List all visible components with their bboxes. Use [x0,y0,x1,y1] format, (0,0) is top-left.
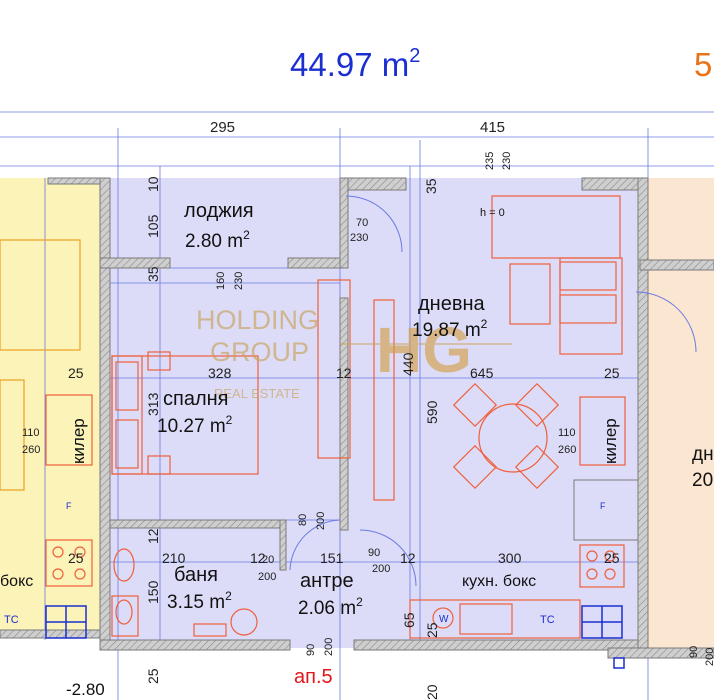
fixtures [45,605,625,669]
svg-text:35: 35 [145,266,161,282]
unit-label: ап.5 [294,666,333,688]
room-name-right-unit: дн [692,444,714,465]
room-name-kitchen: кухн. бокс [462,573,536,590]
room-area-hall: 2.06 m2 [298,595,363,619]
f-right: F [600,501,606,511]
walls [0,177,714,659]
svg-text:313: 313 [145,392,161,416]
svg-text:90: 90 [305,644,317,656]
svg-text:440: 440 [400,352,416,376]
svg-text:645: 645 [470,365,494,381]
room-area-living: 19.87 m2 [412,317,488,341]
height-label: h = 0 [480,207,505,219]
svg-text:25: 25 [604,550,620,566]
svg-text:12: 12 [336,365,352,381]
svg-text:90: 90 [688,646,700,658]
svg-text:110: 110 [558,427,576,439]
svg-text:25: 25 [145,668,161,684]
f-left: F [66,501,72,511]
room-name-closet-right: килер [601,418,620,464]
svg-text:25: 25 [68,365,84,381]
room-name-bathroom: баня [174,564,218,586]
svg-text:328: 328 [208,365,232,381]
room-name-closet-left: килер [69,418,88,464]
svg-text:260: 260 [558,444,576,456]
watermark-line1: HOLDING [196,305,319,335]
svg-text:210: 210 [162,550,186,566]
room-name-living: дневна [418,293,486,315]
watermark: HOLDING GROUP REAL ESTATE HG [196,305,512,401]
svg-text:70: 70 [356,217,368,229]
svg-text:12: 12 [400,550,416,566]
svg-text:25: 25 [604,365,620,381]
room-name-left-kitchen: бокс [0,573,33,590]
svg-text:230: 230 [233,272,245,290]
dimension-labels: 10 105 35 35 70 230 235 230 160 230 328 … [22,152,714,700]
watermark-line3: REAL ESTATE [214,386,300,401]
svg-text:235: 235 [484,152,496,170]
furniture [0,195,626,639]
svg-text:200: 200 [323,638,335,656]
svg-text:260: 260 [22,444,40,456]
svg-text:150: 150 [145,580,161,604]
svg-text:590: 590 [424,400,440,424]
room-area-bedroom: 10.27 m2 [157,413,233,437]
svg-text:160: 160 [215,272,227,290]
svg-text:90: 90 [368,547,380,559]
tc-left: TC [4,614,19,626]
svg-text:200: 200 [372,563,390,575]
room-area-bathroom: 3.15 m2 [167,589,232,613]
svg-text:300: 300 [498,550,522,566]
svg-text:25: 25 [68,550,84,566]
dim-415: 415 [480,119,505,136]
svg-text:10: 10 [145,176,161,192]
watermark-monogram: HG [376,314,472,386]
right-unit-area [648,178,714,648]
room-area-loggia: 2.80 m2 [185,228,250,252]
dim-295: 295 [210,119,235,136]
svg-text:12: 12 [250,550,266,566]
svg-text:35: 35 [423,178,439,194]
svg-text:20: 20 [262,554,274,566]
room-name-bedroom: спалня [163,388,229,410]
svg-text:200: 200 [315,512,327,530]
watermark-line2: GROUP [210,337,309,367]
svg-text:200: 200 [704,648,714,666]
svg-text:230: 230 [350,232,368,244]
left-unit-area-2 [48,178,100,638]
svg-text:110: 110 [22,427,40,439]
tc-right: TC [540,614,555,626]
washer-label: W [439,614,449,625]
svg-text:25: 25 [424,622,440,638]
room-name-hall: антре [300,570,354,592]
svg-text:20: 20 [424,684,440,700]
room-name-loggia: лоджия [184,200,254,222]
svg-text:105: 105 [145,214,161,238]
svg-text:230: 230 [501,152,513,170]
room-area-right-unit: 20 [692,470,713,491]
svg-text:65: 65 [401,612,417,628]
svg-text:151: 151 [320,550,344,566]
svg-text:200: 200 [258,571,276,583]
svg-text:80: 80 [297,514,309,526]
svg-text:12: 12 [145,528,161,544]
apartment-area-total: 44.97 m2 [290,45,420,83]
door-swings [289,195,697,587]
level-label: -2.80 [66,680,105,699]
next-unit-area: 5 [694,46,712,83]
